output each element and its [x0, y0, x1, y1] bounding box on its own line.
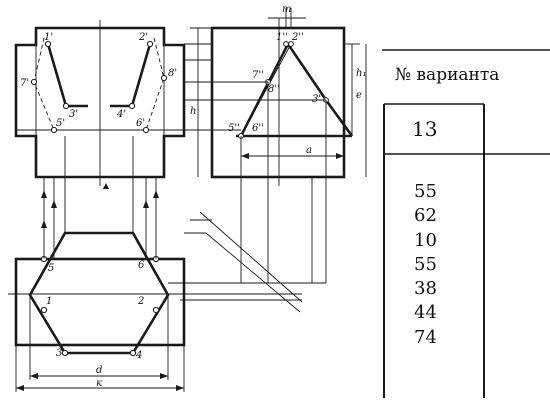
- front-point-5: [50, 126, 58, 134]
- front-view-cut-right: [110, 43, 152, 108]
- table-value: 55: [414, 254, 437, 275]
- table-value: 62: [414, 205, 437, 226]
- projection-lines: [43, 43, 327, 313]
- front-label-8: 8': [168, 68, 177, 79]
- front-point-2: [146, 40, 154, 48]
- table-value: 55: [414, 181, 437, 202]
- projection-arrows: [41, 183, 159, 228]
- variant-table: № варианта 13 55 62 10 55 38 44 74: [382, 49, 550, 398]
- table-value: 74: [414, 327, 437, 348]
- top-point-1: [40, 306, 48, 314]
- dim-label-d: d: [96, 365, 102, 376]
- front-point-1: [44, 40, 52, 48]
- table-value: 44: [414, 302, 437, 323]
- dim-label-h: h: [190, 106, 196, 117]
- top-label-1: 1: [46, 296, 52, 307]
- top-label-3: 3: [56, 348, 62, 359]
- front-label-5: 5': [56, 118, 65, 129]
- top-view: 1 2 3 4 5 6: [8, 231, 302, 361]
- front-label-4: 4': [116, 109, 126, 120]
- side-label-2: 2'': [291, 32, 304, 43]
- front-label-1: 1': [44, 32, 53, 43]
- top-point-4: [129, 349, 137, 357]
- top-label-2: 2: [137, 296, 144, 307]
- dim-label-a: a: [306, 145, 312, 156]
- front-label-3: 3': [69, 109, 78, 120]
- front-point-3: [62, 102, 70, 110]
- table-header: № варианта: [395, 65, 499, 85]
- table-variant-number: 13: [412, 117, 437, 141]
- front-point-8: [160, 74, 168, 82]
- front-view-cut-left: [46, 43, 88, 108]
- front-label-6: 6': [136, 118, 145, 129]
- side-label-1: 1'': [276, 32, 288, 43]
- side-view-triangle: [239, 41, 354, 137]
- side-label-3: 3'': [312, 94, 324, 105]
- side-label-6: 6'': [252, 123, 264, 134]
- front-point-4: [128, 102, 136, 110]
- front-label-2: 2': [138, 32, 148, 43]
- top-label-6: 6: [138, 260, 145, 271]
- dim-label-h1: h₁: [356, 68, 366, 79]
- side-view: 1'' 2'' 3'' 5'' 6'' 7'' 8'': [184, 18, 354, 186]
- top-view-hexagon: [28, 231, 170, 355]
- side-point-2: [288, 41, 294, 47]
- side-label-7: 7'': [252, 70, 264, 81]
- dim-label-m: m: [282, 4, 291, 15]
- side-view-outline: [210, 26, 346, 179]
- side-view-inner-line: [240, 43, 292, 137]
- front-view-hidden-right: [145, 37, 165, 131]
- dim-label-e: e: [356, 90, 362, 101]
- front-label-7: 7': [20, 78, 29, 89]
- front-point-6: [142, 126, 150, 134]
- top-label-5: 5: [48, 263, 54, 274]
- front-view: 1' 2' 3' 4' 5' 6' 7' 8': [14, 20, 186, 186]
- top-label-4: 4: [135, 350, 142, 361]
- side-label-5: 5'': [228, 123, 240, 134]
- top-point-2: [152, 306, 160, 314]
- dim-label-k: к: [96, 378, 102, 389]
- top-point-3: [61, 349, 69, 357]
- dimensions: m h h₁ e a d к: [15, 4, 366, 392]
- side-label-8: 8'': [268, 84, 280, 95]
- table-value: 38: [414, 278, 437, 299]
- table-value: 10: [414, 230, 437, 251]
- top-view-outline: [14, 257, 186, 347]
- front-point-7: [30, 78, 38, 86]
